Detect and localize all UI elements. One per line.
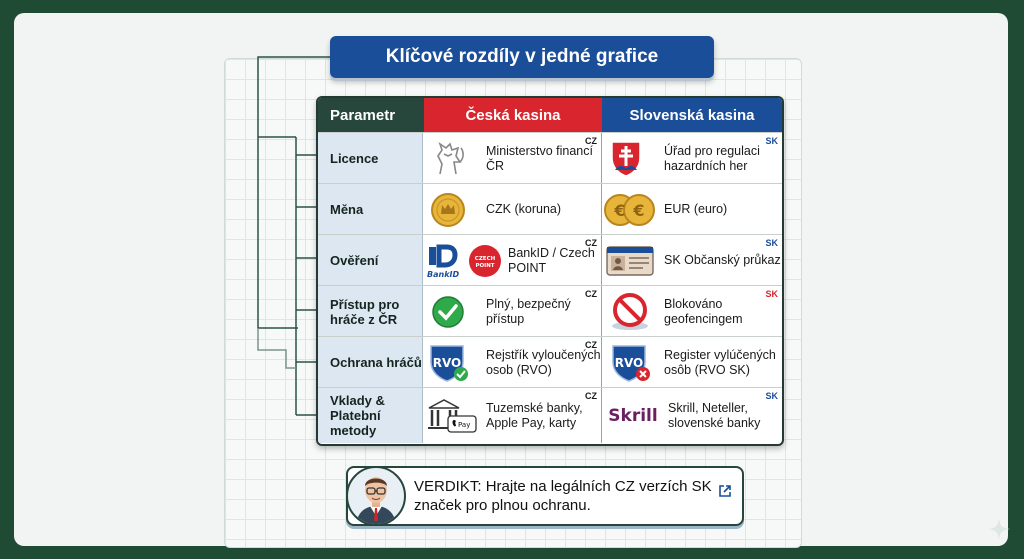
verdict-text: VERDIKT: Hrajte na legálních CZ verzích …: [414, 477, 714, 515]
verdict-box: VERDIKT: Hrajte na legálních CZ verzích …: [346, 466, 744, 526]
cz-text: Tuzemské banky, Apple Pay, karty: [486, 400, 583, 430]
cz-cell: BankID CZECH POINT BankID / Czech POINT …: [424, 235, 602, 286]
sk-cell: Úřad pro regulaci hazardních her SK: [602, 133, 782, 184]
sk-text: EUR (euro): [664, 202, 728, 216]
table-row: Licence Ministerstvo financí ČR CZ Úřad …: [318, 132, 782, 184]
cz-tag: CZ: [585, 391, 597, 401]
blocked-icon: [602, 286, 658, 337]
sk-text: Skrill, Neteller, slovenské banky: [668, 400, 761, 430]
param-label: Přístup pro hráče z ČR: [318, 286, 423, 337]
table-row: Ochrana hráčů RVO Rejstřík vyloučených o…: [318, 336, 782, 388]
bank-applepay-icon: Pay: [424, 388, 480, 443]
sk-tag: SK: [765, 289, 778, 299]
cz-text: Rejstřík vyloučených osob (RVO): [486, 347, 601, 377]
svg-text:CZECH: CZECH: [475, 256, 496, 262]
sk-tag: SK: [765, 391, 778, 401]
cz-text: Plný, bezpečný přístup: [486, 296, 571, 326]
param-label: Ověření: [318, 235, 423, 286]
sk-cell: SK Občanský průkaz SK: [602, 235, 782, 286]
table-row: Přístup pro hráče z ČR Plný, bezpečný př…: [318, 285, 782, 337]
header-param: Parametr: [318, 98, 424, 132]
table-row: Vklady & Platební metody Pay Tuzemské ba…: [318, 387, 782, 443]
svg-text:€: €: [613, 201, 625, 220]
sk-cell: Skrill Skrill, Neteller, slovenské banky…: [602, 388, 782, 443]
cz-text: BankID / Czech POINT: [508, 245, 595, 275]
rvo-shield-x-icon: RVO: [602, 337, 658, 388]
verdict-label: VERDIKT:: [414, 478, 482, 495]
crown-coin-icon: [424, 184, 472, 235]
param-label: Licence: [318, 133, 423, 184]
cz-cell: Ministerstvo financí ČR CZ: [424, 133, 602, 184]
avatar: [346, 466, 406, 526]
rvo-label: RVO: [615, 356, 644, 370]
cz-tag: CZ: [585, 136, 597, 146]
cz-tag: CZ: [585, 340, 597, 350]
check-circle-icon: [424, 286, 472, 337]
svg-text:POINT: POINT: [475, 263, 494, 269]
apple-pay-label: Pay: [458, 421, 470, 429]
cz-text: CZK (koruna): [486, 202, 562, 216]
cz-tag: CZ: [585, 238, 597, 248]
sk-text: Úřad pro regulaci hazardních her: [664, 143, 760, 173]
header-sk: Slovenská kasina: [602, 98, 782, 132]
sk-cell: RVO Register vylúčených osôb (RVO SK): [602, 337, 782, 388]
cz-tag: CZ: [585, 289, 597, 299]
external-link-icon[interactable]: [718, 484, 732, 503]
cz-cell: RVO Rejstřík vyloučených osob (RVO) CZ: [424, 337, 602, 388]
cz-cell: Plný, bezpečný přístup CZ: [424, 286, 602, 337]
czech-lion-icon: [424, 133, 472, 184]
page-title: Klíčové rozdíly v jedné grafice: [330, 36, 714, 78]
skrill-logo: Skrill: [602, 388, 664, 443]
rvo-shield-check-icon: RVO: [424, 337, 472, 388]
rvo-label: RVO: [433, 356, 462, 370]
header-cz: Česká kasina: [424, 98, 602, 132]
param-label: Měna: [318, 184, 423, 235]
table-row: Měna CZK (koruna) € € EUR (euro): [318, 183, 782, 235]
slovak-coat-of-arms-icon: [602, 133, 650, 184]
sk-text: Register vylúčených osôb (RVO SK): [664, 347, 776, 377]
param-label: Ochrana hráčů: [318, 337, 423, 388]
id-card-icon: [602, 235, 658, 286]
sk-text: Blokováno geofencingem: [664, 296, 743, 326]
comparison-table: Parametr Česká kasina Slovenská kasina L…: [316, 96, 784, 446]
bankid-czechpoint-icon: BankID CZECH POINT: [424, 235, 504, 286]
sk-text: SK Občanský průkaz: [664, 253, 781, 267]
sparkle-icon: [988, 518, 1010, 545]
skrill-logo-text: Skrill: [608, 405, 658, 426]
verdict-message: Hrajte na legálních CZ verzích SK značek…: [414, 478, 712, 514]
param-label: Vklady & Platební metody: [318, 388, 423, 443]
sk-tag: SK: [765, 136, 778, 146]
svg-text:€: €: [632, 201, 644, 220]
sk-cell: Blokováno geofencingem SK: [602, 286, 782, 337]
sk-tag: SK: [765, 238, 778, 248]
bankid-logo: BankID: [427, 270, 459, 279]
cz-cell: CZK (koruna): [424, 184, 602, 235]
euro-coins-icon: € €: [602, 184, 658, 235]
cz-text: Ministerstvo financí ČR: [486, 143, 593, 173]
table-row: Ověření BankID CZECH POINT BankID / Czec…: [318, 234, 782, 286]
sk-cell: € € EUR (euro): [602, 184, 782, 235]
cz-cell: Pay Tuzemské banky, Apple Pay, karty CZ: [424, 388, 602, 443]
